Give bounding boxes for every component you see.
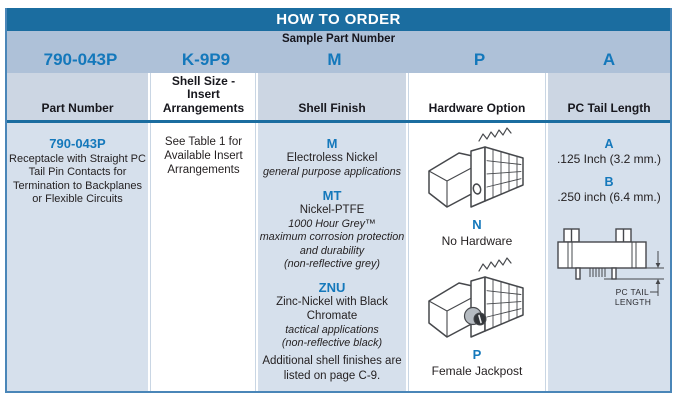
hardware-code-p: P (472, 346, 482, 362)
table-title: HOW TO ORDER (7, 8, 670, 31)
finish-code-mt: MT (322, 188, 342, 204)
finish-note-m: general purpose applications (262, 166, 402, 179)
sample-value-shell-size: K-9P9 (181, 50, 231, 69)
pc-tail-label-line1: PC TAIL (616, 287, 649, 297)
connector-jackpost-icon (421, 255, 533, 347)
finish-option-znu: ZNU Zinc-Nickel with Black Chromate tact… (258, 280, 406, 350)
header-divider-line (7, 120, 670, 123)
finish-code-m: M (326, 136, 338, 151)
column-pc-tail-length: A .125 Inch (3.2 mm.) B .250 inch (6.4 m… (548, 123, 670, 391)
header-shell-size: Shell Size - Insert Arrangements (154, 73, 253, 120)
finish-note-mt-3: (non-reflective grey) (283, 257, 380, 270)
hardware-code-n: N (472, 217, 482, 232)
column-hardware-option: N No Hardware (411, 123, 543, 391)
finish-name-m: Electroless Nickel (286, 152, 378, 165)
pc-tail-label-line2: LENGTH (615, 297, 651, 307)
column-gutter (543, 73, 548, 120)
header-hardware-option: Hardware Option (411, 73, 543, 120)
hardware-name-p: Female Jackpost (431, 363, 523, 378)
connector-no-hardware-icon (421, 125, 533, 217)
part-number-code: 790-043P (49, 136, 106, 151)
header-part-number: Part Number (7, 73, 148, 120)
finish-name-mt: Nickel-PTFE (299, 204, 365, 217)
sample-value-shell-finish: M (327, 50, 342, 69)
finish-note-znu-1: tactical applications (285, 323, 379, 336)
column-part-number: 790-043P Receptacle with Straight PC Tai… (7, 123, 148, 391)
tail-code-b: B (604, 174, 614, 189)
tail-name-b: .250 inch (6.4 mm.) (557, 190, 661, 205)
column-header-row: Part Number Shell Size - Insert Arrangem… (7, 73, 670, 120)
column-shell-finish: M Electroless Nickel general purpose app… (258, 123, 406, 391)
sample-value-hardware: P (473, 50, 486, 69)
shell-size-note: See Table 1 for Available Insert Arrange… (164, 136, 243, 176)
sample-part-number-label: Sample Part Number (7, 31, 670, 47)
column-gutter (543, 123, 548, 391)
column-gutter (253, 73, 258, 120)
tail-code-a: A (604, 137, 614, 151)
column-gutter (406, 73, 411, 120)
sample-value-pc-tail: A (602, 50, 616, 69)
finish-name-znu: Zinc-Nickel with Black Chromate (276, 296, 388, 322)
pc-tail-length-diagram-icon: PC TAIL LENGTH (546, 222, 672, 310)
sample-part-number-row: 790-043P K-9P9 M P A (7, 47, 670, 73)
finish-code-znu: ZNU (318, 279, 346, 295)
column-shell-size: See Table 1 for Available Insert Arrange… (154, 123, 253, 391)
shell-finish-footnote: Additional shell finishes are listed on … (262, 355, 402, 382)
header-shell-finish: Shell Finish (258, 73, 406, 120)
finish-note-mt-2: maximum corrosion protection and durabil… (259, 231, 405, 257)
part-number-description: Receptacle with Straight PC Tail Pin Con… (9, 153, 146, 205)
header-pc-tail-length: PC Tail Length (548, 73, 670, 120)
column-gutter (253, 123, 258, 391)
content-row: 790-043P Receptacle with Straight PC Tai… (7, 123, 670, 391)
column-gutter (406, 123, 411, 391)
finish-note-znu-2: (non-reflective black) (281, 336, 383, 349)
column-gutter (148, 123, 154, 391)
sample-value-part-number: 790-043P (43, 50, 118, 69)
finish-note-mt-1: 1000 Hour Grey™ (288, 218, 376, 231)
finish-option-m: M Electroless Nickel general purpose app… (263, 136, 401, 179)
how-to-order-table: HOW TO ORDER Sample Part Number 790-043P… (5, 8, 672, 393)
column-gutter (148, 73, 154, 120)
finish-option-mt: MT Nickel-PTFE 1000 Hour Grey™ maximum c… (258, 188, 406, 271)
tail-name-a: .125 Inch (3.2 mm.) (556, 152, 662, 167)
hardware-name-n: No Hardware (441, 234, 513, 249)
